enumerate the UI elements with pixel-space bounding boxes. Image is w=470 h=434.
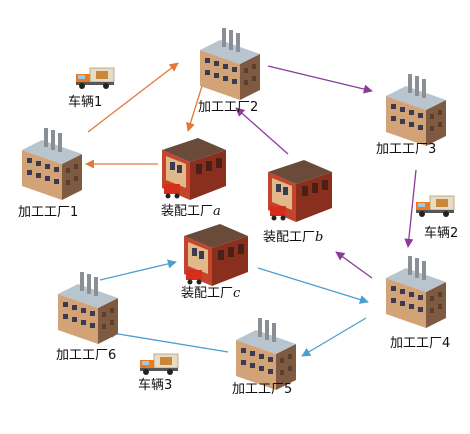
route-factory3-to-factory4	[404, 169, 417, 248]
route-factory4-to-assembly-b	[335, 251, 373, 279]
route-vehicle1	[85, 62, 203, 169]
route-factory4-to-factory5	[301, 317, 367, 357]
factory4-icon	[386, 256, 446, 328]
assembly-c-label: 装配工厂c	[181, 286, 240, 301]
assembly-b-label-text: 装配工厂	[263, 230, 316, 245]
factory2-label: 加工工厂2	[198, 100, 259, 115]
assembly-a-label-text: 装配工厂	[161, 204, 214, 219]
route-vehicle3	[99, 259, 369, 357]
factory1-icon	[22, 128, 82, 200]
assembly-a-label-suffix: a	[213, 204, 221, 219]
assembly-b-label-suffix: b	[315, 230, 324, 245]
assembly-b-icon	[268, 160, 332, 222]
factory1-label: 加工工厂1	[18, 205, 79, 220]
route-factory2-to-assembly-a	[186, 85, 203, 132]
route-factory1-to-factory2	[87, 62, 179, 133]
assembly-a-icon	[162, 138, 226, 200]
factory6-label: 加工工厂6	[56, 348, 117, 363]
factory3-icon	[386, 74, 446, 146]
vehicle1-label: 车辆1	[68, 95, 103, 110]
factory6-icon	[58, 272, 118, 344]
vehicle1-truck-icon	[75, 67, 115, 90]
route-assembly-b-to-factory2	[235, 107, 289, 155]
route-vehicle2	[235, 65, 417, 279]
vehicle3-truck-icon	[139, 353, 179, 376]
factory4-label: 加工工厂4	[390, 336, 451, 351]
route-factory6-to-assembly-c	[99, 259, 177, 281]
vehicle2-truck-icon	[415, 195, 455, 218]
assembly-c-label-suffix: c	[233, 286, 241, 301]
assembly-b-label: 装配工厂b	[263, 230, 323, 245]
factory3-label: 加工工厂3	[376, 142, 437, 157]
route-assembly-c-to-factory4	[257, 267, 369, 304]
factory2-icon	[200, 28, 260, 100]
assembly-c-icon	[184, 224, 248, 286]
factory5-label: 加工工厂5	[232, 382, 293, 397]
vehicle3-label: 车辆3	[138, 378, 173, 393]
assembly-c-label-text: 装配工厂	[181, 286, 234, 301]
assembly-a-label: 装配工厂a	[161, 204, 221, 219]
vehicle2-label: 车辆2	[424, 226, 459, 241]
route-factory5-to-factory6	[105, 328, 229, 353]
factory5-icon	[236, 318, 296, 390]
route-factory2-to-factory3	[267, 65, 373, 94]
